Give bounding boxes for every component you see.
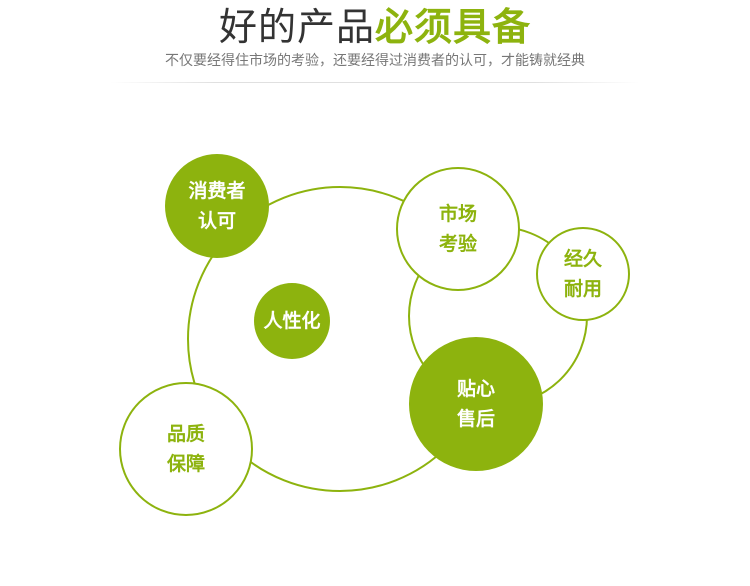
page-subtitle: 不仅要经得住市场的考验，还要经得过消费者的认可，才能铸就经典 — [165, 53, 585, 69]
node-humanized: 人性化 — [254, 283, 330, 359]
node-market-test: 市场 考验 — [397, 168, 519, 290]
node-label-service: 贴心 售后 — [456, 378, 495, 430]
node-circle-quality — [119, 382, 253, 516]
node-label-quality: 品质 保障 — [166, 423, 205, 475]
node-circle-service — [409, 337, 543, 471]
node-durable: 经久 耐用 — [537, 228, 629, 320]
node-quality-assurance: 品质 保障 — [120, 383, 252, 515]
header-divider — [110, 82, 640, 83]
node-consumer-approval: 消费者 认可 — [165, 154, 269, 258]
node-label-humanized: 人性化 — [263, 310, 321, 332]
node-after-sales: 贴心 售后 — [409, 337, 543, 471]
node-label-consumer: 消费者 认可 — [188, 180, 246, 232]
node-label-market: 市场 考验 — [438, 203, 477, 255]
title-part-2: 必须具备 — [375, 5, 532, 49]
node-label-durable: 经久 耐用 — [563, 248, 602, 300]
node-circle-market — [396, 167, 520, 291]
node-circle-humanized — [254, 283, 330, 359]
page-title: 好的产品必须具备 — [0, 2, 750, 52]
node-circle-durable — [536, 227, 630, 321]
title-part-1: 好的产品 — [218, 5, 375, 49]
node-circle-consumer — [165, 154, 269, 258]
